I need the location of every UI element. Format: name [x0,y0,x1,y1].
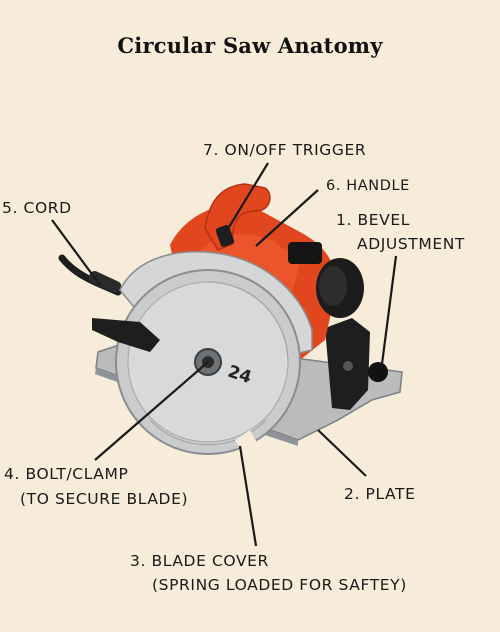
leader-cord [51,219,101,286]
label-bevel-line2: ADJUSTMENT [357,235,465,253]
label-bolt-line1: 4. BOLT/CLAMP [4,465,129,483]
cord-strain-relief [88,271,122,293]
leader-bevel [380,255,398,365]
label-blade-cover-line2: (SPRING LOADED FOR SAFTEY) [152,576,407,594]
label-plate: 2. PLATE [344,485,416,503]
leader-blade-cover [238,445,258,547]
leader-trigger [225,162,269,233]
leader-handle [255,189,319,247]
label-cord: 5. CORD [2,199,72,217]
label-trigger: 7. ON/OFF TRIGGER [203,141,367,159]
trigger [215,225,235,247]
leader-bolt [94,361,209,461]
leader-lines [51,162,398,547]
page-title: Circular Saw Anatomy [117,33,383,58]
bevel-knob [368,362,388,382]
leader-plate [317,429,367,477]
label-blade-cover-line1: 3. BLADE COVER [130,552,269,570]
label-handle: 6. HANDLE [326,178,410,194]
label-bevel-line1: 1. BEVEL [336,211,410,229]
depth-clamp [92,318,160,352]
label-bolt-line2: (TO SECURE BLADE) [20,490,189,508]
